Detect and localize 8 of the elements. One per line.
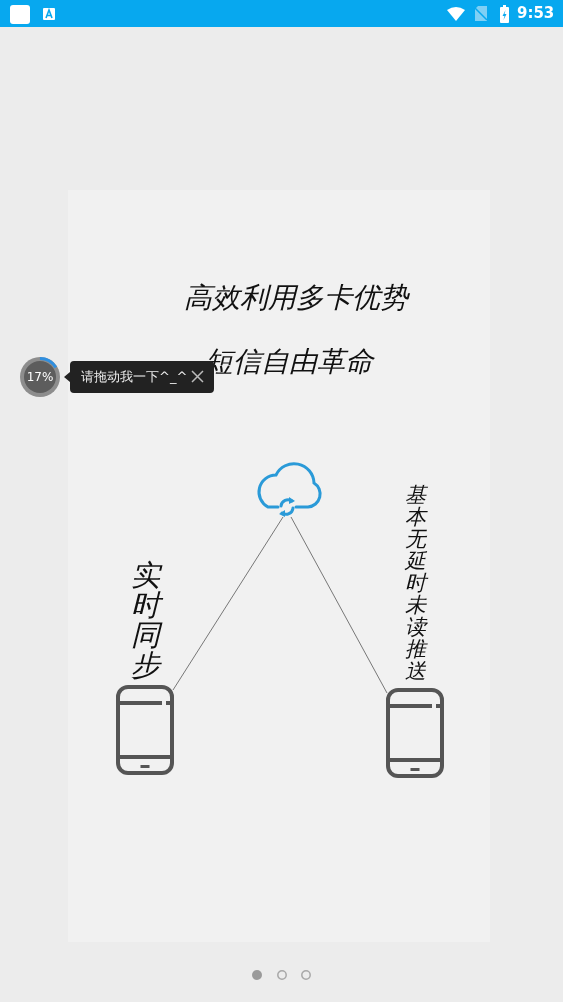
connector-line: [172, 516, 284, 691]
vertical-caption: 基本无延时未读推送: [403, 484, 427, 682]
progress-percent: 17%: [25, 369, 55, 385]
clock-time: 9:53: [517, 4, 555, 23]
connector-line: [290, 516, 388, 694]
slide-heading: 高效利用多卡优势: [184, 281, 408, 315]
tooltip-text: 请拖动我一下^_^: [81, 369, 188, 385]
vertical-caption: 实时同步: [129, 560, 161, 680]
